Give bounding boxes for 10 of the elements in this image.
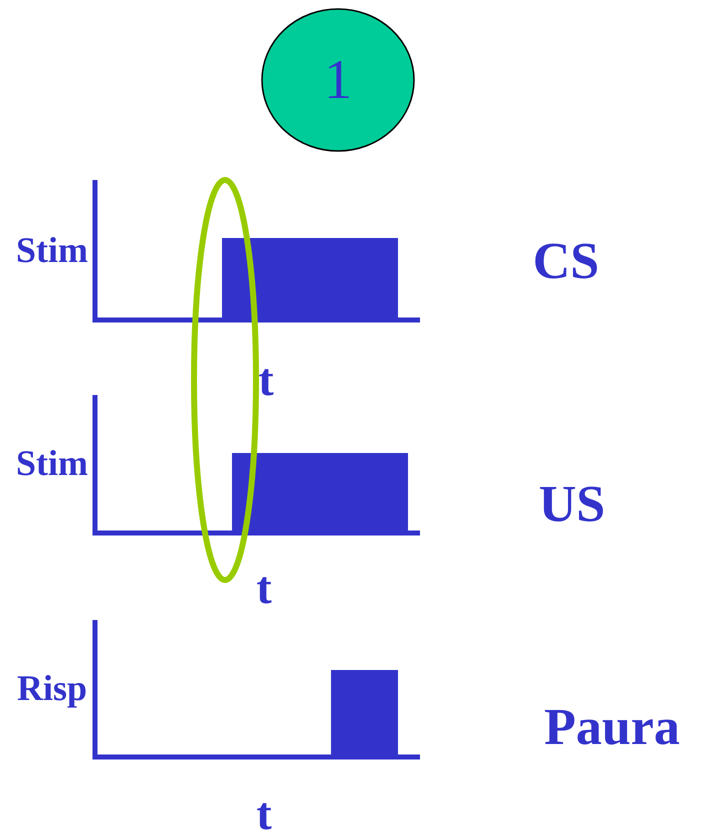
- step-number: 1: [324, 52, 352, 108]
- signal-name: CS: [532, 236, 600, 288]
- signal-name: US: [538, 479, 606, 531]
- axis-label: Risp: [16, 670, 88, 706]
- axis-label: Stim: [16, 232, 88, 268]
- time-axis-label: t: [258, 357, 274, 403]
- signal-name: Paura: [544, 702, 680, 754]
- time-axis-label: t: [256, 565, 272, 611]
- time-axis-label: t: [256, 791, 272, 832]
- axis-label: Stim: [16, 445, 88, 481]
